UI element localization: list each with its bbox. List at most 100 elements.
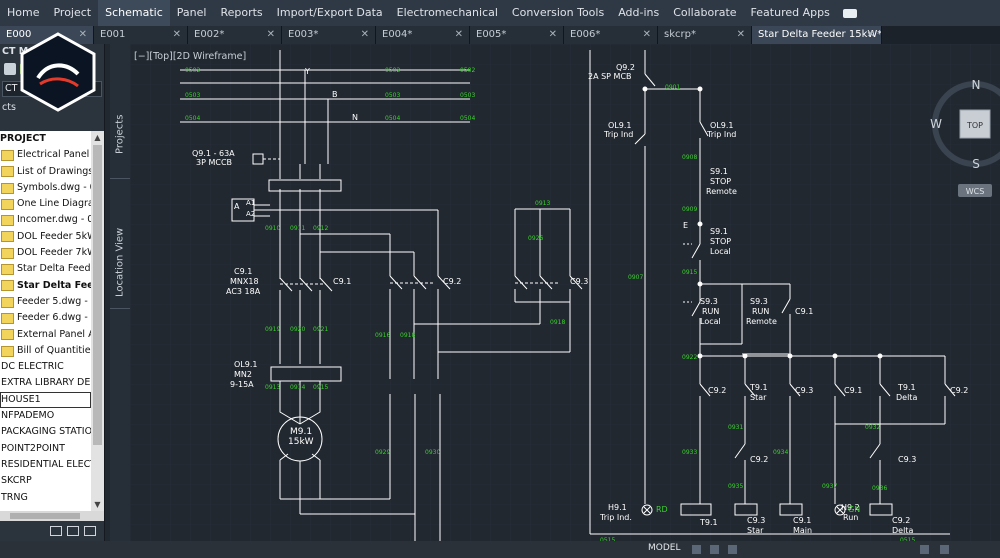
snap-toggle-icon[interactable] [710,545,719,554]
tree-item-project[interactable]: POINT2POINT [0,441,91,457]
wire-number: 0935 [728,483,743,490]
tree-item-label: External Panel Arr [17,328,91,340]
menu-collaborate[interactable]: Collaborate [673,6,737,19]
wire-number: 0504 [385,115,400,122]
tree-item-drawing[interactable]: Electrical Panel Design [0,147,91,163]
close-icon[interactable]: ✕ [360,29,369,40]
tree-item-label: Feeder 5.dwg - 10 [17,295,91,307]
tree-item-project[interactable]: PACKAGING STATION [0,424,91,440]
tree-item-project[interactable]: DC ELECTRIC [0,359,91,375]
tab-e001[interactable]: E001✕ [94,26,188,44]
tree-item-drawing[interactable]: Bill of Quantities.dwg [0,343,91,359]
wire-number: 0909 [682,206,697,213]
expand-icon[interactable] [84,526,96,536]
menu-reports[interactable]: Reports [220,6,263,19]
tree-item-project[interactable]: TRNG [0,490,91,506]
tree-item-drawing[interactable]: DOL Feeder 7kW.dwg [0,245,91,261]
tab-label: E003* [288,29,319,40]
tab-label: E000 [6,29,32,40]
tree-horizontal-scrollbar[interactable] [0,511,104,521]
tab-location-view[interactable]: Location View [110,216,130,309]
video-icon[interactable] [842,8,857,18]
tab-e006[interactable]: E006*✕ [564,26,658,44]
compass-north[interactable]: N [972,78,981,92]
ortho-toggle-icon[interactable] [728,545,737,554]
scrollbar-thumb[interactable] [10,513,80,519]
tab-skcrp[interactable]: skcrp* ✕ [658,26,752,44]
tree-item-project[interactable]: EXTRA LIBRARY DEMO [0,375,91,391]
tree-item-project[interactable]: RESIDENTIAL ELECTRIC [0,457,91,473]
tree-item-label: List of Drawings.dwg [17,165,91,177]
drawing-icon [1,247,14,259]
close-icon[interactable]: ✕ [866,29,875,40]
tree-item-project[interactable]: NFPADEMO [0,408,91,424]
tree-item-drawing[interactable]: Incomer.dwg - 05 [0,212,91,228]
wire-number: 0504 [460,115,475,122]
menu-conversion-tools[interactable]: Conversion Tools [511,6,605,19]
menu-add-ins[interactable]: Add-ins [618,6,660,19]
scroll-down-icon[interactable]: ▼ [94,500,101,509]
menu-project[interactable]: Project [53,6,92,19]
close-icon[interactable]: ✕ [736,29,745,40]
settings-icon[interactable] [920,545,929,554]
tree-item-drawing[interactable]: List of Drawings.dwg [0,164,91,180]
tree-item-drawing[interactable]: Symbols.dwg - 03 [0,180,91,196]
tree-item-drawing[interactable]: One Line Diagram [0,196,91,212]
menu-import-export-data[interactable]: Import/Export Data [276,6,383,19]
compass-south[interactable]: S [972,157,980,171]
viewcube-face[interactable] [959,109,991,139]
viewcube[interactable]: TOP N S W WCS [930,78,1000,197]
close-icon[interactable]: ✕ [266,29,275,40]
tree-item-drawing[interactable]: Feeder 6.dwg - 11 [0,310,91,326]
menu-electromechanical[interactable]: Electromechanical [396,6,498,19]
menu-schematic[interactable]: Schematic [98,0,170,26]
tree-vertical-scrollbar[interactable]: ▲ ▼ [91,131,104,511]
preview-icon[interactable] [67,526,79,536]
tab-e003[interactable]: E003* ✕ [282,26,376,44]
wire-number: 0504 [185,115,200,122]
tree-item-project[interactable]: SKCRP [0,473,91,489]
tab-e002[interactable]: E002*✕ [188,26,282,44]
wire-number: 0932 [865,424,880,431]
menu-featured-apps[interactable]: Featured Apps [750,6,830,19]
tab-e005[interactable]: E005*✕ [470,26,564,44]
close-icon[interactable]: ✕ [172,29,181,40]
wire-number: 0916 [375,332,390,339]
tree-item-drawing[interactable]: Star Delta Feeder [0,261,91,277]
close-icon[interactable]: ✕ [642,29,651,40]
drawing-icon [1,345,14,357]
wcs-menu[interactable] [958,184,992,197]
viewport-controls[interactable]: [−][Top][2D Wireframe] [134,51,247,62]
tab-projects[interactable]: Projects [110,90,130,179]
menu-home[interactable]: Home [7,6,40,19]
close-icon[interactable]: ✕ [454,29,463,40]
ribbon-menu-bar: Home Project Schematic Panel Reports Imp… [0,0,1000,26]
tree-item-drawing[interactable]: External Panel Arr [0,327,91,343]
tree-item-drawing-active[interactable]: Star Delta Feeder [0,278,91,294]
open-project-icon[interactable] [4,63,16,75]
scroll-up-icon[interactable]: ▲ [94,133,101,142]
scrollbar-thumb[interactable] [93,145,102,445]
model-tab[interactable]: MODEL [648,543,681,553]
tab-label: skcrp* [664,29,696,40]
breaker-tag-text: Q9.1 - 63A [192,149,235,158]
tree-item-project-selected[interactable]: HOUSE1 [0,391,91,409]
compass-west[interactable]: W [930,117,942,131]
tree-item-drawing[interactable]: Feeder 5.dwg - 10 [0,294,91,310]
grid-toggle-icon[interactable] [692,545,701,554]
close-icon[interactable]: ✕ [548,29,557,40]
details-icon[interactable] [50,526,62,536]
tab-star-delta-feeder[interactable]: Star Delta Feeder 15kW*✕ [752,26,882,44]
tab-e004[interactable]: E004*✕ [376,26,470,44]
palette-side-tabs: Projects Location View [110,44,130,541]
tree-item-drawing[interactable]: DOL Feeder 5kW.dwg [0,229,91,245]
close-icon[interactable]: ✕ [78,29,87,40]
fullscreen-icon[interactable] [940,545,949,554]
contact-tag: C9.1 [844,386,862,395]
tree-item-project[interactable]: PROJECT [0,131,91,147]
menu-panel[interactable]: Panel [176,6,207,19]
